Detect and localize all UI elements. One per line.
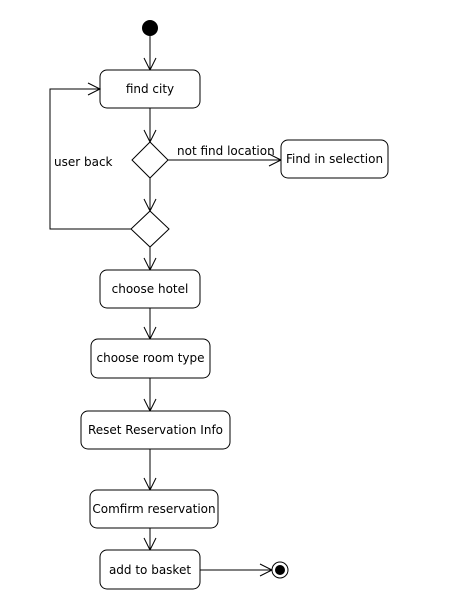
choose-hotel-label: choose hotel xyxy=(112,282,189,296)
initial-node xyxy=(142,20,158,36)
find-in-selection-node xyxy=(280,139,389,179)
confirm-reservation-node xyxy=(89,489,219,529)
choose-room-type-label: choose room type xyxy=(97,351,205,365)
decision-node xyxy=(131,141,169,179)
find-city-label: find city xyxy=(126,82,174,96)
not-find-location-label: not find location xyxy=(177,144,275,158)
final-node-dot xyxy=(275,565,285,575)
merge-node xyxy=(130,210,170,248)
reset-reservation-info-label: Reset Reservation Info xyxy=(88,423,223,437)
edge-user-back-loop xyxy=(49,88,131,230)
user-back-label: user back xyxy=(54,155,113,169)
reset-reservation-info-node xyxy=(80,410,231,450)
find-in-selection-label: Find in selection xyxy=(286,152,383,166)
confirm-reservation-label: Comfirm reservation xyxy=(92,502,215,516)
arrowhead xyxy=(87,82,102,96)
add-to-basket-label: add to basket xyxy=(109,563,191,577)
